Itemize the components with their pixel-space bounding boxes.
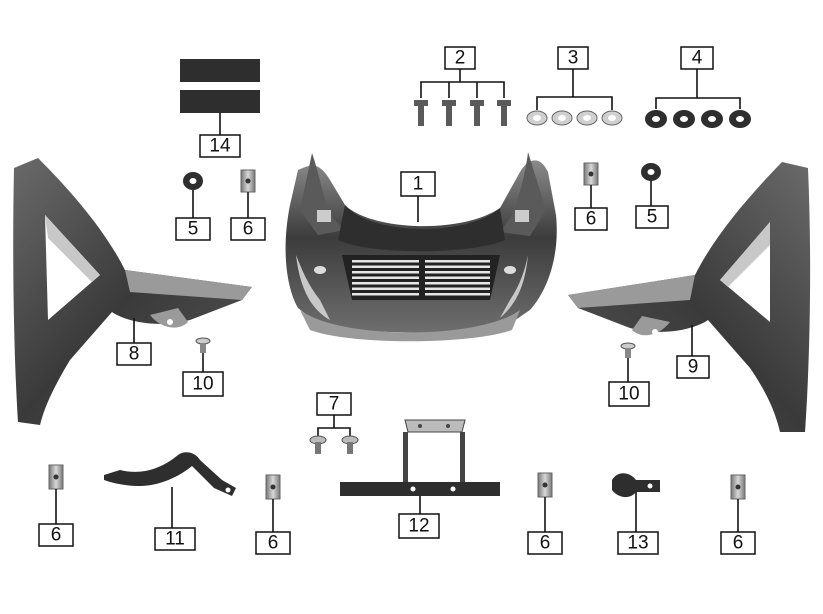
callout-3-label: 3 — [568, 48, 579, 69]
callout-8-label: 8 — [129, 344, 140, 365]
callout-9: 9 — [676, 325, 710, 379]
small-bracket-part — [612, 473, 660, 498]
callout-6-top-left: 6 — [230, 192, 266, 241]
rubber-ring-set-part — [645, 110, 751, 128]
callout-12-label: 12 — [408, 516, 429, 537]
callout-6-bottom-2: 6 — [255, 499, 291, 555]
callout-5-right: 5 — [635, 181, 669, 229]
callout-3: 3 — [536, 46, 613, 110]
callout-9-label: 9 — [688, 357, 699, 378]
callout-6-top-left-label: 6 — [243, 219, 254, 240]
callout-2: 2 — [420, 46, 505, 98]
callout-2-label: 2 — [455, 48, 466, 69]
callout-6-bottom-1-label: 6 — [51, 525, 62, 546]
callout-6-bottom-4-label: 6 — [733, 533, 744, 554]
callout-10-left: 10 — [182, 353, 224, 397]
push-rivet-part-left — [195, 337, 211, 353]
callout-6-bottom-2-label: 6 — [268, 533, 279, 554]
callout-6-bottom-4: 6 — [720, 499, 756, 555]
callout-10-left-label: 10 — [192, 374, 213, 395]
clip-nut-part-bottom-4 — [730, 474, 746, 500]
callout-11: 11 — [154, 487, 196, 551]
callout-7: 7 — [316, 392, 352, 438]
callout-10-right-label: 10 — [618, 384, 639, 405]
clip-nut-part-top-left — [240, 169, 256, 193]
callout-13-label: 13 — [627, 533, 648, 554]
front-cowl-part — [285, 152, 557, 342]
grommet-part-left — [183, 172, 203, 190]
push-rivet-part-right — [620, 342, 636, 358]
mount-bracket-part — [340, 419, 500, 496]
callout-8: 8 — [116, 318, 152, 366]
callout-5-left-label: 5 — [188, 219, 199, 240]
left-side-panel-part — [13, 158, 252, 425]
callout-4: 4 — [655, 46, 741, 109]
clip-nut-part-top-right — [583, 162, 599, 186]
callout-12: 12 — [398, 496, 440, 539]
callout-10-right: 10 — [608, 358, 650, 407]
right-side-panel-part — [568, 162, 811, 432]
screw-set-part — [309, 435, 359, 454]
callout-6-bottom-1: 6 — [38, 489, 74, 547]
clip-nut-part-bottom-1 — [48, 464, 64, 490]
callout-6-bottom-3-label: 6 — [540, 533, 551, 554]
bolt-set-part — [414, 100, 511, 126]
curved-bracket-part — [104, 452, 236, 496]
callout-4-label: 4 — [692, 48, 703, 69]
callout-1-label: 1 — [413, 174, 424, 195]
washer-set-part — [526, 110, 623, 126]
callout-5-right-label: 5 — [647, 207, 658, 228]
grommet-part-right — [641, 163, 661, 181]
callout-5-left: 5 — [175, 190, 211, 241]
clip-nut-part-bottom-3 — [537, 472, 553, 498]
decal-strip-part — [180, 59, 260, 113]
callout-14-label: 14 — [209, 136, 231, 157]
callout-7-label: 7 — [329, 394, 340, 415]
callout-14: 14 — [199, 113, 241, 158]
clip-nut-part-bottom-2 — [265, 474, 281, 500]
callout-6-bottom-3: 6 — [527, 497, 563, 555]
callout-13: 13 — [617, 492, 659, 555]
callout-11-label: 11 — [165, 529, 185, 550]
callout-6-top-right: 6 — [574, 185, 608, 231]
callout-1: 1 — [400, 171, 436, 222]
callout-6-top-right-label: 6 — [586, 209, 597, 230]
